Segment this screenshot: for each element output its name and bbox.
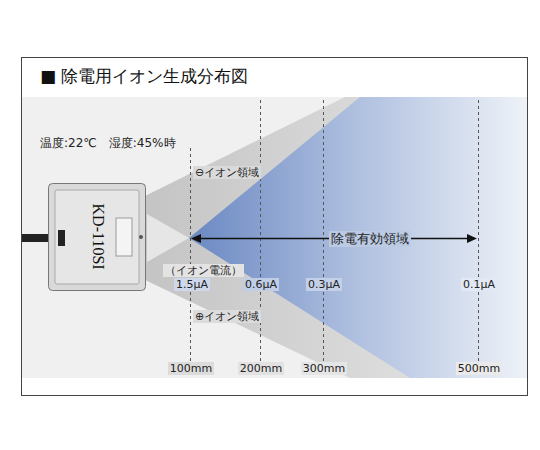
ion-current-value: 0.1μA <box>461 278 497 291</box>
distance-mark: 500mm <box>456 362 502 375</box>
ion-current-value: 0.6μA <box>243 278 279 291</box>
plot-panel <box>22 97 527 378</box>
outer-frame <box>22 58 528 396</box>
effective-cone <box>189 97 526 378</box>
model-name: KD-110SI <box>89 203 108 269</box>
diagram-title: ■ 除電用イオン生成分布図 <box>40 66 248 86</box>
negative-ion-region: ⊖イオン領域 <box>193 166 261 179</box>
power-cable <box>22 234 50 242</box>
inner-gap <box>147 214 189 262</box>
ion-current-value: 0.3μA <box>306 278 342 291</box>
device-body <box>49 184 146 291</box>
distance-mark: 100mm <box>168 362 214 375</box>
distance-gridlines <box>191 100 479 368</box>
distance-mark: 200mm <box>238 362 284 375</box>
effective-range-label: 除電有効領域 <box>329 231 411 247</box>
ion-current-value: 1.5μA <box>174 278 210 291</box>
positive-ion-region: ⊕イオン領域 <box>193 310 261 323</box>
condition-note: 温度:22℃ 湿度:45%時 <box>40 136 176 150</box>
device-box: KD-110SI <box>48 183 145 290</box>
distance-mark: 300mm <box>301 362 347 375</box>
ion-current-heading: （イオン電流） <box>163 264 244 277</box>
ion-cone <box>145 97 526 378</box>
